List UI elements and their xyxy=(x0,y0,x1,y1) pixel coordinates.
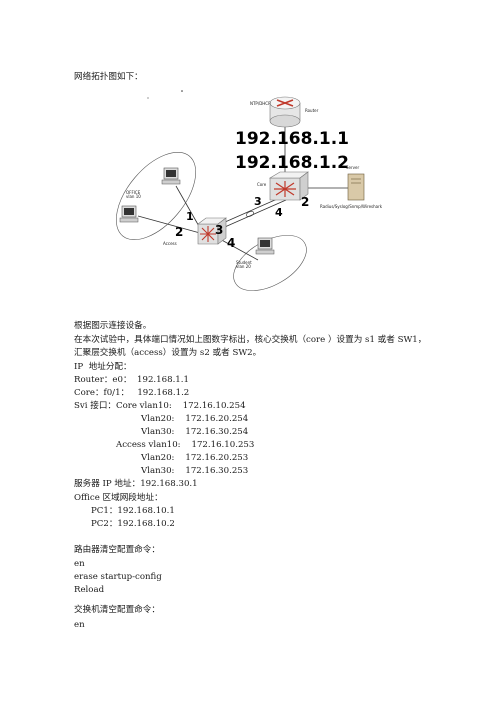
pc-ip-line: PC2：192.168.10.2 xyxy=(91,519,175,529)
command-line: Reload xyxy=(74,585,105,595)
ip-line: Router：e0： 192.168.1.1 xyxy=(74,375,189,385)
student-vlan: vlan 20 xyxy=(236,264,251,269)
port-number-3: 3 xyxy=(215,223,223,237)
core-access-link-1 xyxy=(215,195,285,227)
core-access-link-2 xyxy=(217,199,287,231)
command-line: en xyxy=(74,620,85,630)
section-heading: IP 地址分配： xyxy=(74,362,132,372)
server-label: Server xyxy=(346,165,359,170)
page-heading: 网络拓扑图如下： xyxy=(74,72,143,82)
svi-line: Vlan30: 172.16.30.254 xyxy=(141,427,249,437)
pc2-icon xyxy=(119,205,139,223)
instruction-line: 根据图示连接设备。 xyxy=(74,321,152,331)
access-student-link xyxy=(217,237,259,261)
router-tag: NTP/DHCP xyxy=(250,101,271,106)
student-pc-icon xyxy=(255,237,275,255)
access-pc2-link xyxy=(137,215,201,234)
svi-line: Vlan20: 172.16.20.254 xyxy=(141,414,249,424)
port-number-core-4: 4 xyxy=(275,206,283,219)
handwritten-router-ip: 192.168.1.1 xyxy=(235,129,349,149)
student-label: Student xyxy=(236,260,252,265)
router-icon xyxy=(269,96,301,128)
svi-line: Access vlan10: 172.16.10.253 xyxy=(116,440,255,450)
instruction-line: 汇聚层交换机（access）设置为 s2 或者 SW2。 xyxy=(74,348,262,358)
handwritten-core-ip: 192.168.1.2 xyxy=(235,153,349,173)
server-ip-line: 服务器 IP 地址：192.168.30.1 xyxy=(74,479,198,489)
svi-line: Vlan20: 172.16.20.253 xyxy=(141,453,249,463)
pc1-icon xyxy=(161,167,181,185)
port-number-4: 4 xyxy=(227,236,235,250)
instruction-line: 在本次试验中，具体端口情况如上图数字标出，核心交换机（core ）设置为 s1 … xyxy=(74,335,427,345)
pc-ip-line: PC1：192.168.10.1 xyxy=(91,506,175,516)
server-icon xyxy=(347,173,365,201)
port-number-2: 2 xyxy=(175,225,183,239)
section-heading: 路由器清空配置命令： xyxy=(74,545,160,555)
port-number-core-2: 2 xyxy=(301,195,309,209)
port-number-1: 1 xyxy=(186,210,194,223)
section-heading: 交换机清空配置命令： xyxy=(74,605,160,615)
svi-line: Svi 接口：Core vlan10: 172.16.10.254 xyxy=(74,401,246,411)
svi-line: Vlan30: 172.16.30.253 xyxy=(141,466,249,476)
office-zone-outline xyxy=(115,151,197,241)
core-switch-icon xyxy=(268,171,309,201)
access-label: Access xyxy=(163,241,177,246)
router-label: Router xyxy=(305,108,319,113)
network-topology-diagram: NTP/DHCP Router 192.168.1.1 192.168.1.2 … xyxy=(115,90,383,291)
server-services: Radius/Syslog/Snmp/Wireshark xyxy=(320,204,383,209)
section-heading: Office 区域网段地址： xyxy=(74,493,163,503)
office-vlan: vlan 10 xyxy=(126,194,141,199)
access-switch-icon xyxy=(197,217,227,245)
port-number-core-3: 3 xyxy=(254,195,262,208)
core-label: Core xyxy=(257,182,267,187)
command-line: erase startup-config xyxy=(74,572,162,582)
ip-line: Core：f0/1： 192.168.1.2 xyxy=(74,388,190,398)
office-label: OFFICE xyxy=(126,190,141,195)
command-line: en xyxy=(74,559,85,569)
access-pc1-link xyxy=(175,185,201,229)
